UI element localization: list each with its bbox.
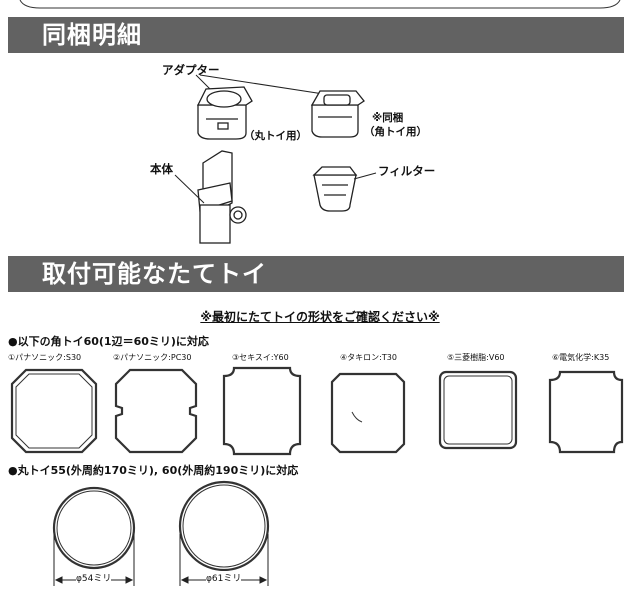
maker-label-3: ③セキスイ:Y60 [232,353,289,362]
bundled-label: ※同梱 [372,112,404,124]
round-profiles [52,480,270,586]
top-frame [19,0,621,9]
profile-v60 [438,370,518,450]
profile-y60 [222,366,302,456]
section-title-contents: 同梱明細 [42,21,142,49]
section-title-gutter: 取付可能なたてトイ [42,260,267,288]
section-band-gutter: 取付可能なたてトイ [8,256,624,292]
diameter-54-label: φ54ミリ [76,571,112,584]
round-use-label: （丸トイ用） [244,130,307,142]
maker-label-1: ①パナソニック:S30 [8,353,82,362]
round-gutter-heading: ●丸トイ55(外周約170ミリ), 60(外周約190ミリ)に対応 [8,464,299,477]
square-gutter-heading: ●以下の角トイ60(1辺＝60ミリ)に対応 [8,335,209,348]
adapter-square-drawing [310,90,365,138]
shape-check-notice: ※最初にたてトイの形状をご確認ください※ [200,310,440,324]
diameter-61-label: φ61ミリ [206,571,242,584]
profile-t30 [330,372,406,454]
maker-label-2: ②パナソニック:PC30 [113,353,192,362]
maker-label-6: ⑥電気化学:K35 [552,353,610,362]
section-band-contents: 同梱明細 [8,17,624,53]
square-use-label: （角トイ用） [364,126,427,138]
filter-drawing [312,166,377,212]
body-drawing [174,150,247,244]
parts-illustration [174,74,377,244]
profile-s30 [10,368,98,454]
profile-k35 [548,370,624,454]
profile-pc30 [114,368,198,454]
maker-label-5: ⑤三菱樹脂:V60 [447,353,505,362]
profile-round-54 [52,486,136,570]
profile-round-61 [178,480,270,572]
adapter-label: アダプター [162,63,220,77]
body-label: 本体 [150,162,173,176]
adapter-round-drawing [196,86,253,140]
filter-label: フィルター [378,164,436,178]
square-profiles [10,366,624,456]
maker-label-4: ④タキロン:T30 [340,353,397,362]
